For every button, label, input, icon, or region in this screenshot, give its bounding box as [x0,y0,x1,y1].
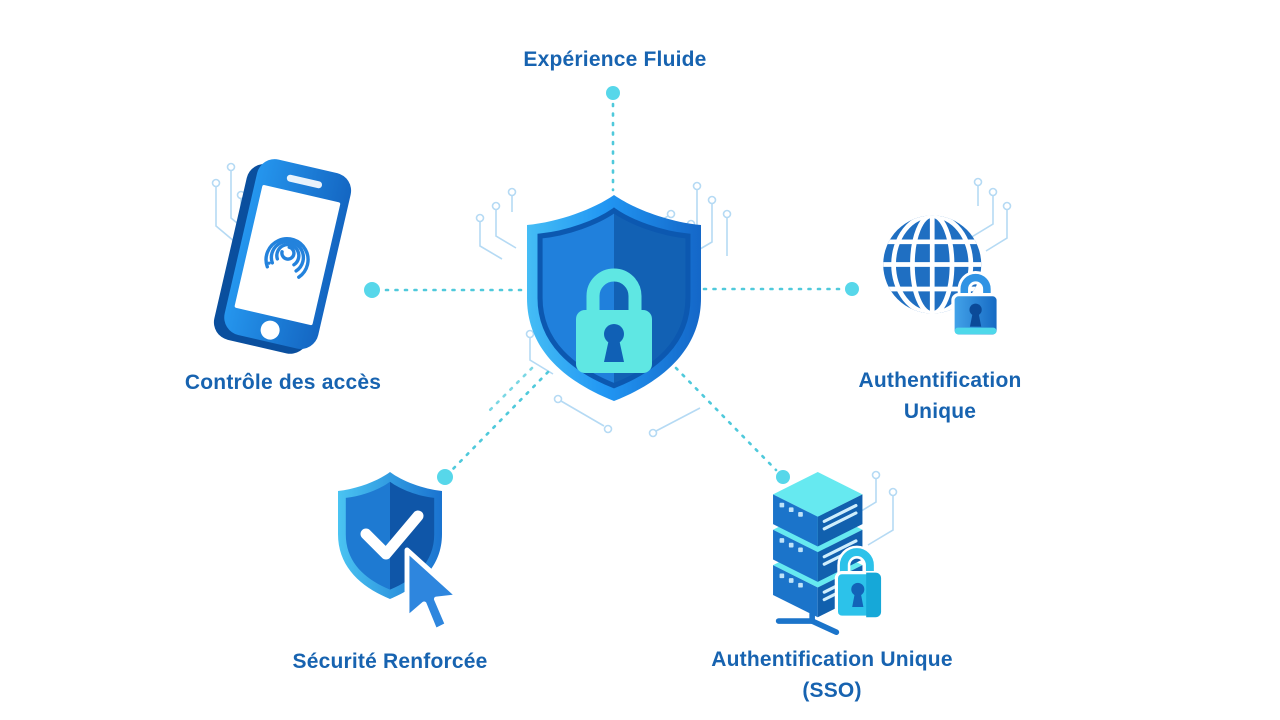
cursor-icon [404,547,461,634]
node-label-left: Contrôle des accès [184,371,382,394]
server-lock-icon [773,472,883,635]
dotted-connectors [384,102,843,472]
globe-padlock-icon [951,271,1000,338]
dot-bottom-left [437,469,453,485]
dot-right [845,282,859,296]
server-cable [775,610,840,635]
node-label-top: Expérience Fluide [523,48,707,71]
shield-check-cursor-icon [338,472,461,634]
node-label-bottom-left: Sécurité Renforcée [292,650,488,673]
fingerprint-icon [264,237,310,279]
connector-dots [364,86,859,485]
phone-speaker [286,174,323,189]
checkmark-icon [360,510,424,560]
dot-top [606,86,620,100]
dot-bottom-right [776,470,790,484]
padlock-icon [576,268,652,373]
smartphone-fingerprint-icon [213,159,352,354]
phone-screen [234,185,341,326]
shield-lock-icon [527,195,701,401]
dot-left [364,282,380,298]
phone-home-button [260,320,280,340]
server-padlock-icon [834,545,883,619]
node-label-bottom-right: Authentification Unique (SSO) [711,648,953,702]
node-label-right: Authentification Unique [858,369,1022,423]
globe-lock-icon [883,215,1000,338]
connector-bottom-left [450,370,550,472]
